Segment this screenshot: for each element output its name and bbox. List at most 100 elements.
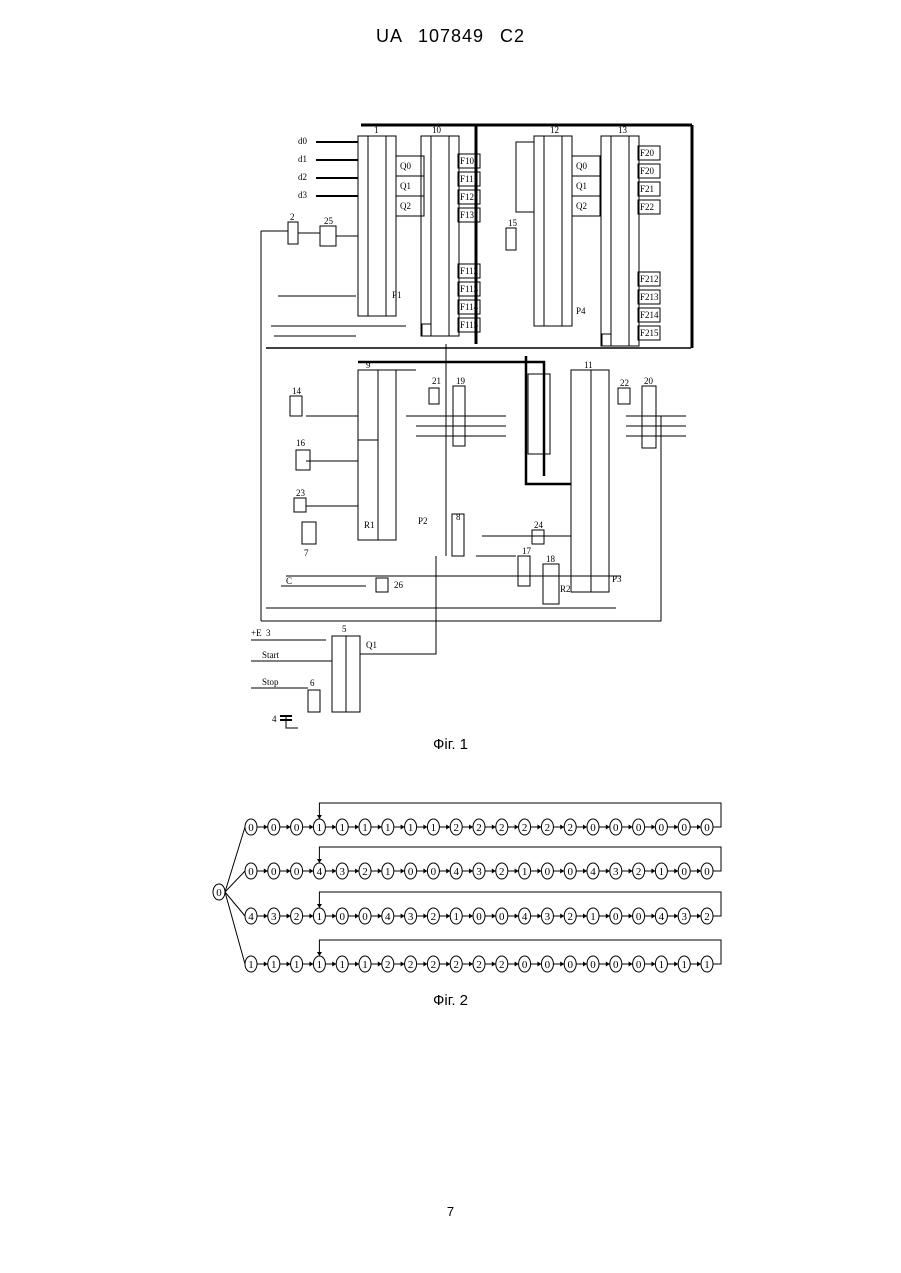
state-value: 3 [681,911,687,923]
state-value: 1 [453,911,459,923]
arrow-head [515,914,519,919]
state-value: 0 [339,911,345,923]
state-value: 4 [453,866,459,878]
arrow-head [606,962,610,967]
block-16: 16 [296,438,306,448]
arrow-head [651,825,655,830]
state-value: 1 [248,959,254,971]
arrow-head [515,869,519,874]
arrow-head [287,962,291,967]
arrow-head [287,914,291,919]
f2-output-15: F215 [640,328,659,338]
label-q1: Q1 [366,640,377,650]
state-value: 3 [613,866,619,878]
state-value: 3 [408,911,414,923]
state-value: 0 [522,959,528,971]
figure-2-caption: Фіг. 2 [0,992,901,1009]
arrow-head [355,962,359,967]
state-value: 4 [317,866,323,878]
state-value: 3 [545,911,551,923]
state-value: 0 [294,866,300,878]
arrow-head [264,962,268,967]
block-20: 20 [644,376,654,386]
arrow-head [629,825,633,830]
state-value: 0 [271,822,277,834]
arrow-head [560,962,564,967]
state-value: 2 [294,911,300,923]
state-value: 0 [636,822,642,834]
svg-text:Q1: Q1 [400,181,411,191]
state-value: 0 [636,959,642,971]
state-value: 2 [453,822,459,834]
f1-output-14: F114 [460,302,479,312]
start-state-label: 0 [216,887,222,899]
state-value: 0 [408,866,414,878]
f2-output-12: F212 [640,274,659,284]
f2-output-0: F20 [640,148,655,158]
label-p1: P1 [392,290,402,300]
svg-text:Q2: Q2 [400,201,411,211]
f1-output-15: F115 [460,320,479,330]
arrow-head [492,869,496,874]
state-value: 2 [567,822,573,834]
state-value: 0 [362,911,368,923]
arrow-head [469,962,473,967]
arrow-head [674,914,678,919]
label-start: Start [262,650,279,660]
label-r1: R1 [364,520,375,530]
block-25: 25 [324,216,334,226]
label-c: C [286,576,292,586]
f1-output-2: F12 [460,192,474,202]
arrow-head [317,815,322,819]
arrow-head [515,825,519,830]
arrow-head [317,952,322,956]
block-21: 21 [432,376,441,386]
arrow-head [697,825,701,830]
block-9: 9 [366,360,371,370]
state-value: 1 [317,911,323,923]
block-13: 13 [618,125,628,135]
state-value: 1 [317,822,323,834]
state-value: 1 [659,959,665,971]
block-19: 19 [456,376,466,386]
arrow-head [446,914,450,919]
state-value: 0 [248,866,254,878]
arrow-head [674,962,678,967]
f2-output-14: F214 [640,310,659,320]
state-value: 0 [476,911,482,923]
state-value: 2 [567,911,573,923]
state-value: 0 [704,822,710,834]
block-2: 2 [290,212,295,222]
state-value: 4 [590,866,596,878]
svg-text:d2: d2 [298,172,307,182]
arrow-head [515,962,519,967]
arrow-head [537,962,541,967]
state-value: 0 [681,866,687,878]
state-value: 1 [704,959,710,971]
arrow-head [651,962,655,967]
block-4: 4 [272,714,277,724]
arrow-head [697,962,701,967]
state-value: 2 [636,866,642,878]
arrow-head [583,962,587,967]
state-value: 2 [522,822,528,834]
state-value: 2 [385,959,391,971]
state-value: 1 [659,866,665,878]
arrow-head [583,914,587,919]
svg-text:d1: d1 [298,154,307,164]
state-value: 2 [408,959,414,971]
arrow-head [446,825,450,830]
label-r2: R2 [560,584,571,594]
arrow-head [469,869,473,874]
state-value: 1 [431,822,437,834]
arrow-head [537,825,541,830]
state-value: 0 [567,866,573,878]
arrow-head [469,825,473,830]
block-11: 11 [584,360,593,370]
arrow-head [606,825,610,830]
block-1: 1 [374,125,379,135]
arrow-head [287,825,291,830]
state-value: 1 [522,866,528,878]
arrow-head [423,914,427,919]
state-value: 0 [613,959,619,971]
